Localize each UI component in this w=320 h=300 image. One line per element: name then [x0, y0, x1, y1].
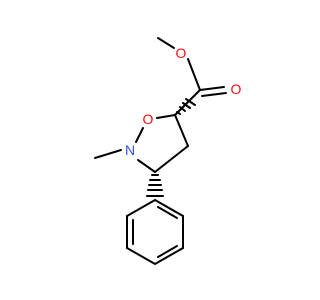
atom-o-ester: O	[176, 45, 187, 61]
bond-carbonyl-c5	[174, 89, 201, 116]
atom-o-carbonyl: O	[231, 81, 242, 97]
atom-o-ring: O	[143, 111, 154, 127]
hashed-wedge-c3	[146, 174, 164, 197]
molecule-structure: O O O N	[94, 37, 242, 266]
bond-c4-c5	[174, 114, 189, 147]
atom-n-ring: N	[125, 142, 135, 158]
bond-carbonyl-double-1	[199, 86, 225, 91]
bond-n-methyl	[94, 149, 122, 159]
bond-o-ring-n	[135, 127, 144, 143]
bond-o-ester-carbonyl-c	[187, 58, 201, 91]
bond-c3-c4	[154, 145, 189, 173]
bond-c5-o-ring	[156, 114, 176, 119]
bond-carbonyl-double-2	[201, 92, 227, 97]
phenyl-ring	[126, 198, 184, 266]
hashed-wedge-c5	[176, 98, 196, 115]
bond-methyl-o-ester	[157, 37, 175, 49]
bond-n-c3	[137, 159, 156, 173]
